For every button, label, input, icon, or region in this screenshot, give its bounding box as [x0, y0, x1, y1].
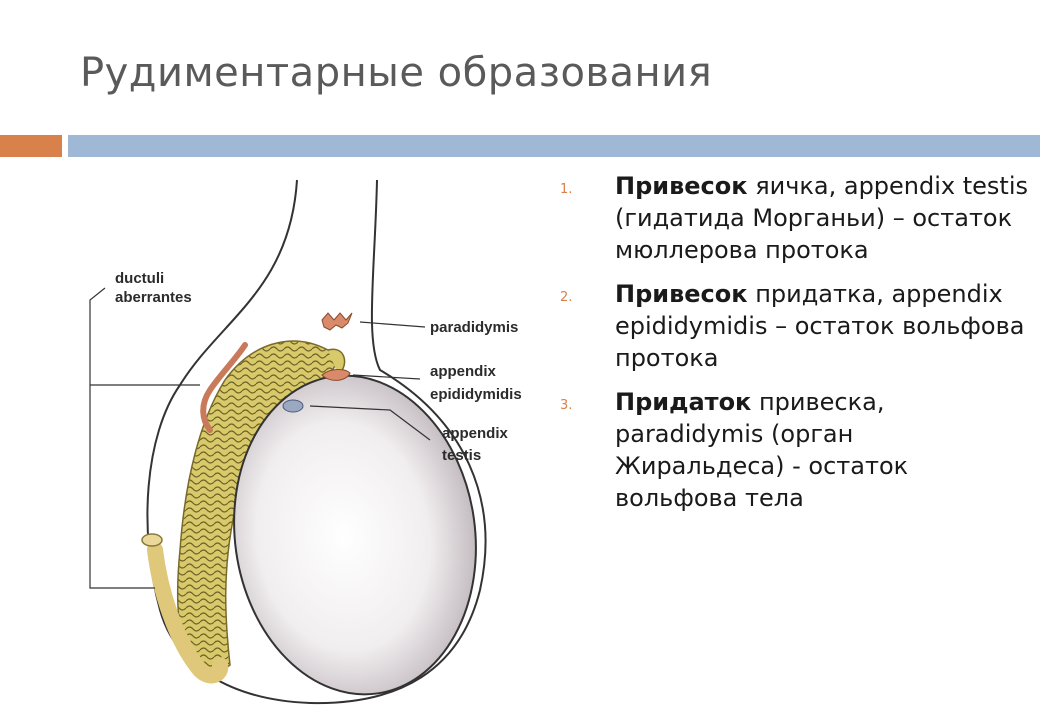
list-text: Привесок яичка, appendix testis (гидатид…: [615, 170, 1030, 266]
slide-title: Рудиментарные образования: [80, 50, 712, 96]
list-item-bold: Привесок: [615, 280, 748, 308]
list-item: 1. Привесок яичка, appendix testis (гида…: [560, 170, 1030, 266]
list-item: 2. Привесок придатка, appendix epididymi…: [560, 278, 1030, 374]
list-item-bold: Привесок: [615, 172, 748, 200]
label-ductuli-aberrantes-line1: ductuli: [115, 270, 164, 287]
label-appendix-epididymidis-line2: epididymidis: [430, 386, 522, 403]
list-number: 3.: [560, 398, 572, 413]
accent-bar-blue: [68, 135, 1040, 157]
list-text: Придаток привеска, paradidymis (орган Жи…: [615, 386, 1030, 514]
label-appendix-testis-line1: appendix: [442, 425, 509, 442]
label-appendix-testis-line2: testis: [442, 447, 481, 464]
list-number: 1.: [560, 182, 572, 197]
label-appendix-epididymidis-line1: appendix: [430, 363, 497, 380]
list-number: 2.: [560, 290, 572, 305]
list-item-bold: Придаток: [615, 388, 751, 416]
rudiment-list: 1. Привесок яичка, appendix testis (гида…: [560, 170, 1030, 526]
paradidymis: [322, 313, 352, 330]
appendix-testis: [283, 400, 303, 412]
list-item: 3. Придаток привеска, paradidymis (орган…: [560, 386, 1030, 514]
accent-bar-orange: [0, 135, 62, 157]
list-text: Привесок придатка, appendix epididymidis…: [615, 278, 1030, 374]
testis-diagram: ductuli aberrantes paradidymis appendix …: [60, 170, 560, 715]
label-paradidymis: paradidymis: [430, 319, 518, 336]
label-ductuli-aberrantes-line2: aberrantes: [115, 289, 192, 306]
